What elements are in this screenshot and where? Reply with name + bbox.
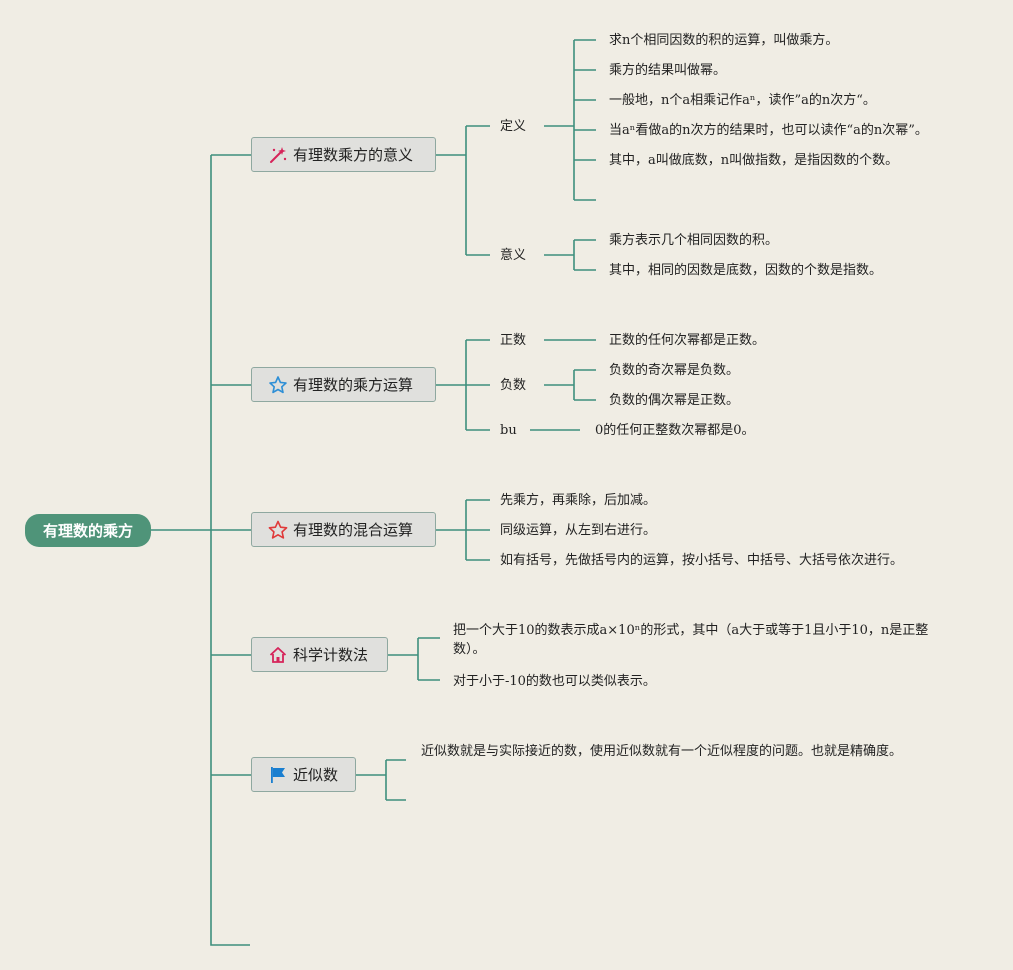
connector-t1-branch: [436, 125, 490, 256]
topic-power-operation[interactable]: 有理数的乘方运算: [251, 367, 436, 402]
root-topic[interactable]: 有理数的乘方: [25, 514, 151, 547]
topic-mixed-operation[interactable]: 有理数的混合运算: [251, 512, 436, 547]
star-outline-blue-icon: [268, 375, 288, 395]
leaf-item[interactable]: 正数的任何次幂都是正数。: [609, 333, 766, 348]
subtopic-negative[interactable]: 负数: [500, 378, 527, 393]
topic-scientific-notation[interactable]: 科学计数法: [251, 637, 388, 672]
topic-label: 有理数的乘方运算: [293, 376, 414, 394]
topic-label: 有理数的混合运算: [293, 521, 414, 539]
leaf-item[interactable]: 乘方的结果叫做幂。: [609, 63, 727, 78]
subtopic-positive[interactable]: 正数: [500, 333, 527, 348]
connector-t5-branch: [356, 759, 406, 801]
subtopic-definition[interactable]: 定义: [500, 119, 527, 134]
leaf-item[interactable]: 把一个大于10的数表示成a×10ⁿ的形式，其中（a大于或等于1且小于10，n是正…: [453, 623, 929, 657]
leaf-item[interactable]: 其中，a叫做底数，n叫做指数，是指因数的个数。: [609, 153, 899, 168]
leaf-item[interactable]: 对于小于-10的数也可以类似表示。: [453, 674, 656, 689]
subtopic-zero[interactable]: bu: [500, 423, 517, 438]
leaf-item[interactable]: 0的任何正整数次幂都是0。: [595, 423, 755, 438]
star-outline-red-icon: [268, 520, 288, 540]
leaf-item[interactable]: 近似数就是与实际接近的数，使用近似数就有一个近似程度的问题。也就是精确度。: [421, 744, 903, 759]
leaf-item[interactable]: 负数的偶次幂是正数。: [609, 393, 740, 408]
connector-t1-mean: [544, 239, 596, 271]
connector-t2-neg: [544, 369, 596, 401]
topic-label: 科学计数法: [293, 646, 369, 664]
connector-t2-branch: [436, 339, 490, 431]
connector-t1-def: [544, 39, 596, 201]
connector-t3-branch: [436, 499, 490, 561]
leaf-item[interactable]: 同级运算，从左到右进行。: [500, 523, 657, 538]
connector-trunk: [210, 155, 250, 946]
topic-label: 有理数乘方的意义: [293, 146, 414, 164]
topic-approximate-number[interactable]: 近似数: [251, 757, 356, 792]
leaf-item[interactable]: 一般地，n个a相乘记作aⁿ，读作”a的n次方“。: [609, 93, 876, 108]
leaf-item[interactable]: 如有括号，先做括号内的运算，按小括号、中括号、大括号依次进行。: [500, 553, 904, 568]
connector-t4-branch: [388, 637, 440, 681]
topic-label: 近似数: [293, 766, 339, 784]
flag-icon: [268, 765, 288, 785]
leaf-item[interactable]: 当aⁿ看做a的n次方的结果时，也可以读作“a的n次幂”。: [609, 123, 928, 138]
subtopic-significance[interactable]: 意义: [500, 248, 527, 263]
house-icon: [268, 645, 288, 665]
leaf-item[interactable]: 求n个相同因数的积的运算，叫做乘方。: [609, 33, 839, 48]
leaf-item[interactable]: 其中，相同的因数是底数，因数的个数是指数。: [609, 263, 883, 278]
leaf-item[interactable]: 先乘方，再乘除，后加减。: [500, 493, 657, 508]
topic-meaning[interactable]: 有理数乘方的意义: [251, 137, 436, 172]
magic-wand-icon: [268, 145, 288, 165]
leaf-item[interactable]: 乘方表示几个相同因数的积。: [609, 233, 779, 248]
leaf-item[interactable]: 负数的奇次幂是负数。: [609, 363, 740, 378]
